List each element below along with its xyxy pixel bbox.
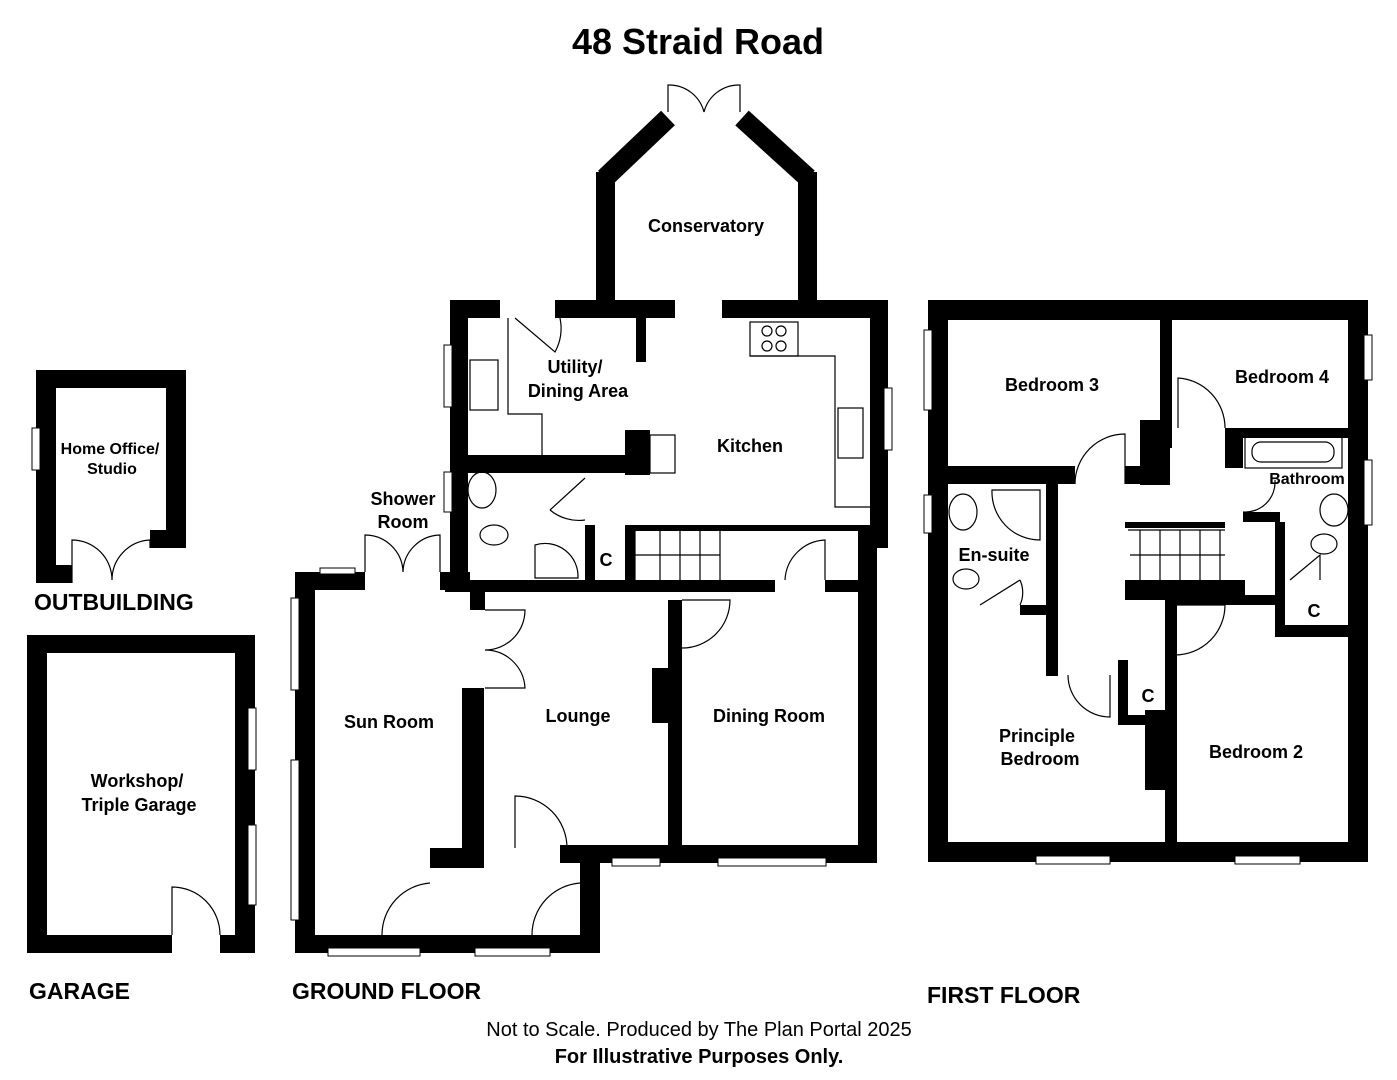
section-label-ground-floor: GROUND FLOOR	[292, 978, 481, 1004]
room-label: Bedroom 2	[1209, 742, 1303, 762]
footer-disclaimer: For Illustrative Purposes Only.	[555, 1046, 844, 1068]
garage-plan: Workshop/ Triple Garage	[27, 635, 257, 953]
window	[247, 824, 257, 906]
room-label: Dining Room	[713, 706, 825, 726]
door	[171, 886, 221, 936]
room-label: Workshop/	[91, 771, 184, 791]
room-label: Bathroom	[1269, 471, 1345, 488]
room-label: Triple Garage	[81, 795, 196, 815]
room-label: C	[600, 550, 613, 570]
room-label: Bedroom	[1000, 749, 1079, 769]
room-label: Bedroom 4	[1235, 367, 1329, 387]
window	[247, 707, 257, 771]
room-label: Bedroom 3	[1005, 375, 1099, 395]
room-label: C	[1308, 601, 1321, 621]
double-door	[71, 539, 151, 583]
room-label: Sun Room	[344, 712, 434, 732]
room-label: C	[1142, 686, 1155, 706]
room-label: Studio	[87, 461, 137, 478]
room-label: Kitchen	[717, 436, 783, 456]
room-label: Room	[378, 512, 429, 532]
room-label: Dining Area	[528, 381, 629, 401]
footer-credit: Not to Scale. Produced by The Plan Porta…	[486, 1019, 911, 1041]
room-label: Home Office/	[61, 441, 160, 458]
section-label-first-floor: FIRST FLOOR	[927, 982, 1081, 1008]
plan-title: 48 Straid Road	[572, 21, 824, 62]
room-label: Conservatory	[648, 216, 764, 236]
room-label: Lounge	[546, 706, 611, 726]
room-label: Principle	[999, 726, 1075, 746]
room-label: En-suite	[958, 545, 1029, 565]
section-label-garage: GARAGE	[29, 978, 130, 1004]
ground-floor-plan: Conservatory Utility/ Dining Area Kitche…	[290, 84, 893, 957]
french-doors	[667, 84, 741, 113]
outbuilding-plan: Home Office/ Studio	[31, 370, 186, 583]
section-label-outbuilding: OUTBUILDING	[34, 589, 194, 615]
room-label: Utility/	[547, 357, 602, 377]
room-label: Shower	[370, 489, 435, 509]
first-floor-plan: Bedroom 3 Bedroom 4 Bathroom En-suite C …	[923, 300, 1373, 865]
window	[31, 427, 41, 471]
